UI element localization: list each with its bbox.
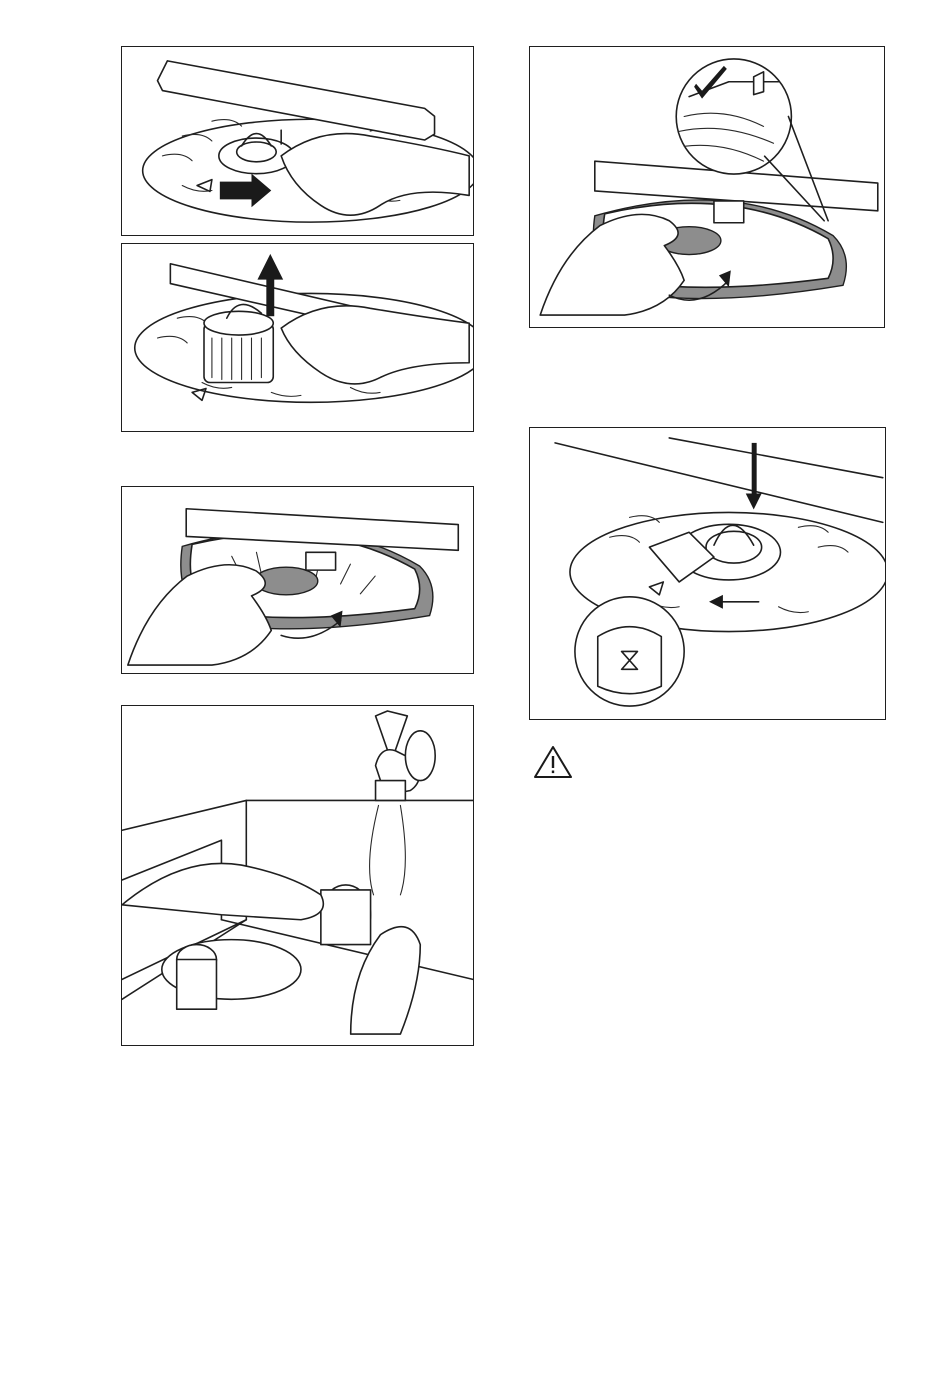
lift-filter-illustration bbox=[122, 244, 473, 431]
warning-triangle-icon bbox=[533, 745, 573, 779]
figure-reinsert-flat-filter bbox=[529, 46, 885, 328]
figure-lift-filter bbox=[121, 243, 474, 432]
reinsert-filter-lock-illustration bbox=[530, 428, 885, 719]
figure-rinse-filters bbox=[121, 705, 474, 1046]
rinse-filters-illustration bbox=[122, 706, 473, 1045]
figure-reinsert-filter-lock bbox=[529, 427, 886, 720]
figure-turn-filter bbox=[121, 46, 474, 236]
figure-remove-flat-filter bbox=[121, 486, 474, 674]
reinsert-flat-filter-illustration bbox=[530, 47, 884, 327]
remove-flat-filter-illustration bbox=[122, 487, 473, 673]
turn-filter-illustration bbox=[122, 47, 473, 235]
